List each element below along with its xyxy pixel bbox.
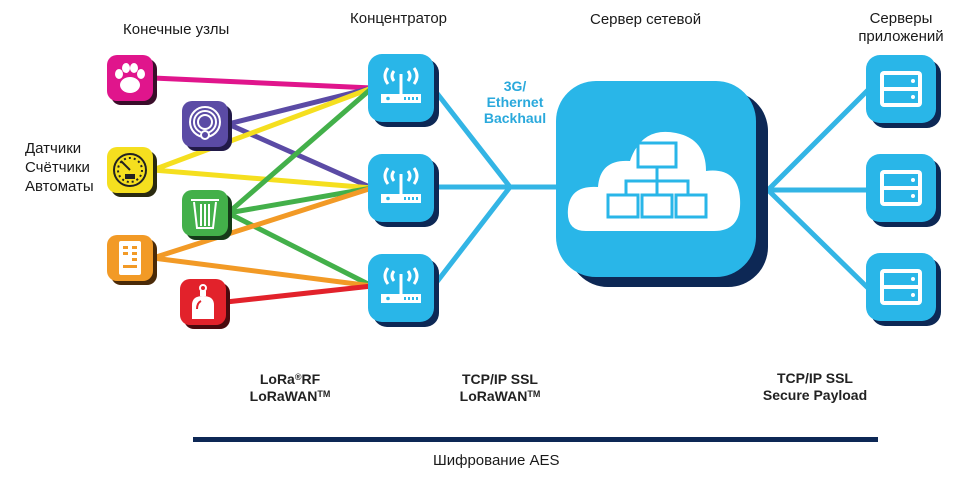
backhaul-line2: Ethernet [486, 94, 544, 110]
app-server-3 [866, 253, 941, 326]
app-proto-payload: Secure Payload [762, 387, 868, 403]
gateway-1 [368, 54, 439, 127]
server-rack-icon [880, 170, 922, 206]
trademark: TM [527, 389, 541, 399]
radio-link-paw-gw1 [152, 75, 373, 91]
end-node-extinguisher [180, 279, 230, 329]
radio-proto-rf: RF [301, 371, 321, 387]
radio-link-bin-gw1 [226, 86, 374, 215]
trash-bin-icon [191, 199, 219, 229]
trademark: TM [317, 389, 331, 399]
backhaul-links [433, 89, 563, 286]
gauge-meter-icon [113, 153, 147, 187]
concentrator-header: Концентратор [350, 10, 448, 27]
backhaul-link-gw3 [433, 184, 513, 286]
app-server-1 [866, 55, 941, 128]
radio-link-vending-gw2 [152, 185, 373, 261]
gateway-3 [368, 254, 439, 327]
antenna-router-icon [381, 267, 421, 303]
gateway-2 [368, 154, 439, 227]
registered-mark: ® [294, 372, 302, 382]
end-node-vending [107, 235, 157, 285]
radio-protocol-label: LoRa®RF LoRaWANTM [235, 371, 345, 405]
radio-link-vending-gw3 [152, 255, 373, 289]
radio-link-bin-gw2 [227, 185, 373, 216]
app-servers-header: Серверы приложений [846, 10, 956, 46]
radio-links [152, 75, 374, 305]
end-node-smoke-detector [182, 101, 232, 151]
backhaul-proto-tcpip: TCP/IP SSL [462, 371, 538, 387]
app-link-3 [765, 187, 873, 293]
server-rack-icon [880, 269, 922, 305]
backhaul-line3: Backhaul [483, 110, 547, 126]
app-links [765, 85, 873, 293]
backhaul-line1: 3G/ [503, 78, 527, 94]
device-types-label: Датчики Счётчики Автоматы [25, 139, 94, 196]
fire-extinguisher-icon [192, 284, 214, 319]
smoke-detector-icon [189, 106, 221, 140]
backhaul-protocol-label: TCP/IP SSL LoRaWANTM [440, 371, 560, 405]
network-server-header: Сервер сетевой [590, 11, 702, 28]
end-node-meter [107, 147, 157, 197]
app-protocol-label: TCP/IP SSL Secure Payload [750, 370, 880, 404]
backhaul-proto-lorawan: LoRaWAN [459, 388, 528, 404]
aes-encryption-label: Шифрование AES [433, 452, 560, 469]
end-node-paw [107, 55, 157, 105]
radio-link-meter-gw1 [152, 85, 373, 173]
app-servers-header-line1: Серверы [869, 10, 933, 27]
radio-proto-lora: LoRa [259, 371, 295, 387]
antenna-router-icon [381, 67, 421, 103]
radio-link-meter-gw2 [152, 167, 373, 191]
backhaul-link-gw1 [433, 89, 513, 190]
radio-proto-lorawan: LoRaWAN [249, 388, 318, 404]
app-link-1 [765, 85, 873, 193]
vending-machine-icon [119, 241, 141, 275]
app-server-2 [866, 154, 941, 227]
app-proto-tcpip: TCP/IP SSL [777, 370, 853, 386]
cloud-network-icon [567, 131, 741, 231]
app-servers-header-line2: приложений [858, 28, 944, 45]
aes-encryption-bar [193, 437, 878, 442]
radio-link-extinguisher-gw3 [225, 283, 373, 305]
network-server-tile [556, 81, 768, 287]
paw-icon [115, 63, 145, 93]
device-type-automats: Автоматы [25, 178, 94, 195]
device-type-meters: Счётчики [25, 159, 90, 176]
antenna-router-icon [381, 167, 421, 203]
radio-link-smoke-gw1 [227, 85, 373, 127]
end-nodes-header: Конечные узлы [123, 21, 230, 38]
device-type-sensors: Датчики [25, 140, 82, 157]
server-rack-icon [880, 71, 922, 107]
backhaul-label: 3G/ Ethernet Backhaul [470, 78, 560, 126]
end-node-trash-bin [182, 190, 232, 240]
